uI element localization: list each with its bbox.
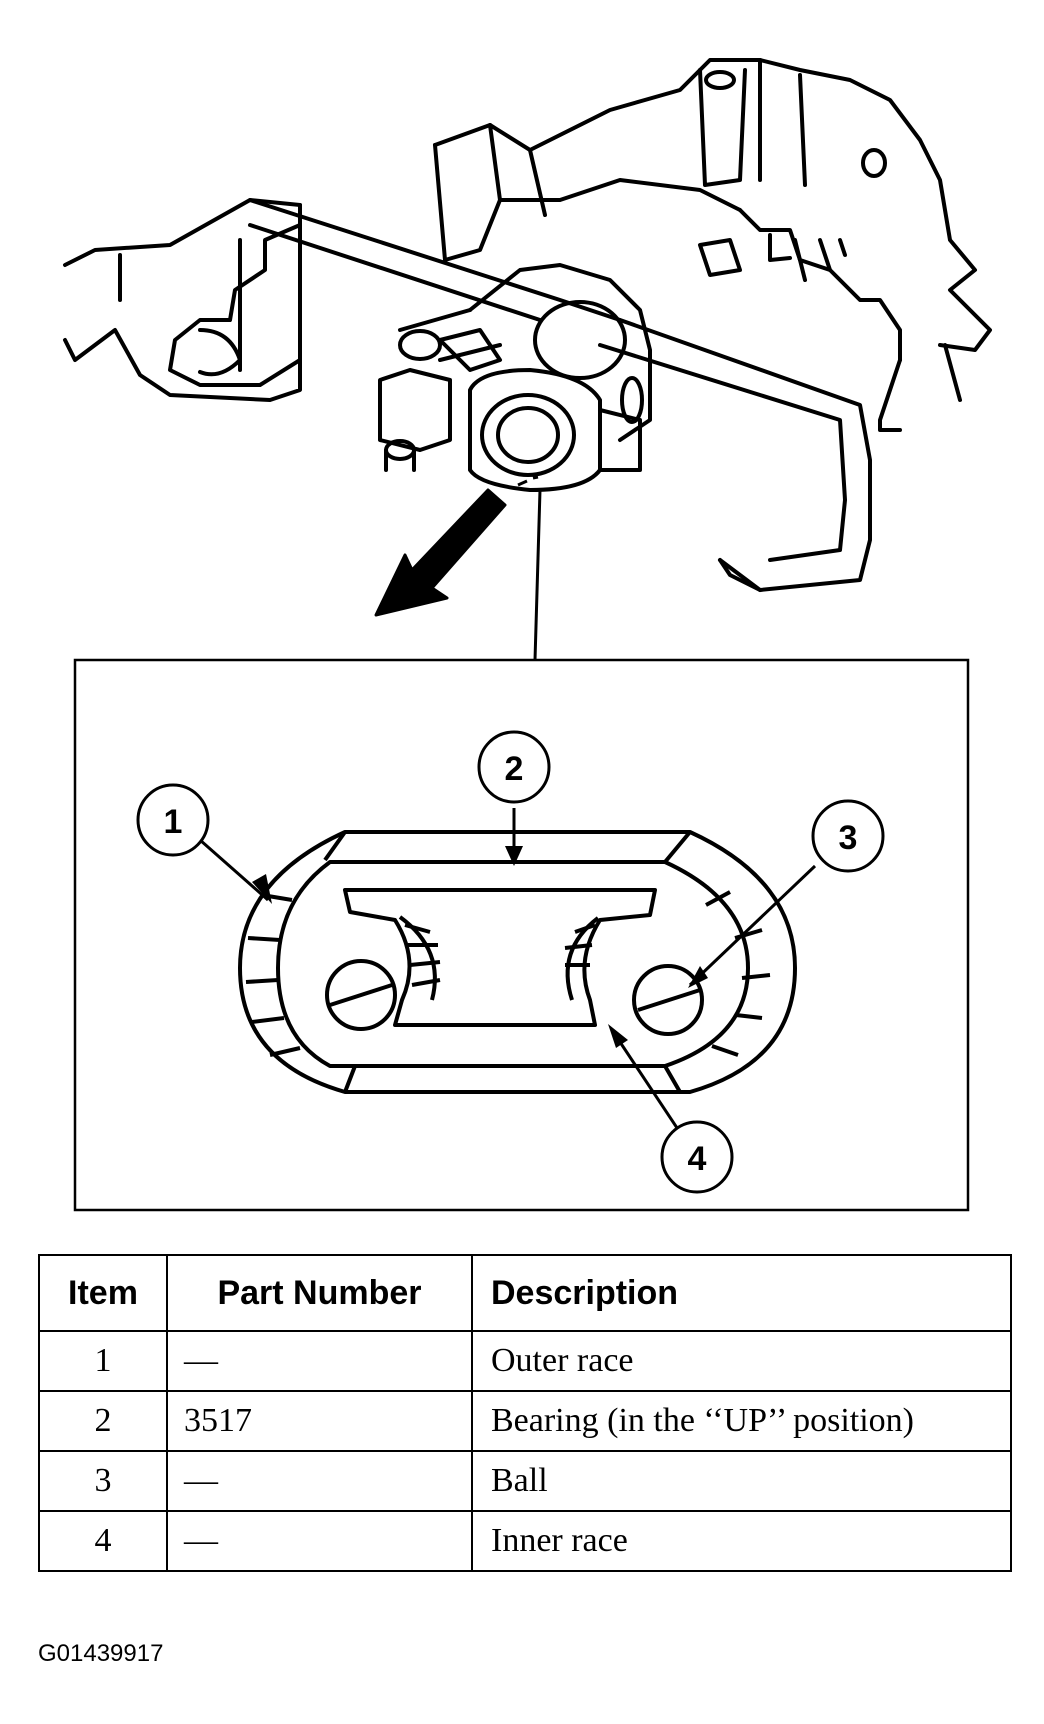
- callout-2: 2: [477, 730, 551, 804]
- callout-3: 3: [811, 799, 885, 873]
- item-cell: 2: [38, 1390, 168, 1452]
- steering-column-assembly: [63, 58, 992, 592]
- bearing-detail-drawing: [238, 830, 797, 1094]
- callout-1: 1: [136, 783, 210, 857]
- table-row: 2 3517 Bearing (in the ‘‘UP’’ position): [38, 1390, 1012, 1452]
- part-number-cell: —: [166, 1450, 473, 1512]
- part-number-cell: —: [166, 1330, 473, 1392]
- header-item: Item: [38, 1254, 168, 1332]
- item-cell: 4: [38, 1510, 168, 1572]
- description-cell: Bearing (in the ‘‘UP’’ position): [471, 1390, 1012, 1452]
- item-cell: 3: [38, 1450, 168, 1512]
- table-row: 3 — Ball: [38, 1450, 1012, 1512]
- callout-4: 4: [660, 1120, 734, 1194]
- header-part-number: Part Number: [166, 1254, 473, 1332]
- detail-view-frame: [73, 658, 970, 1212]
- callout-2-number: 2: [505, 750, 524, 788]
- item-cell: 1: [38, 1330, 168, 1392]
- description-cell: Inner race: [471, 1510, 1012, 1572]
- table-row: 1 — Outer race: [38, 1330, 1012, 1392]
- part-number-cell: —: [166, 1510, 473, 1572]
- part-number-cell: 3517: [166, 1390, 473, 1452]
- table-row: 4 — Inner race: [38, 1510, 1012, 1572]
- steering-column-illustration: 1 2 3 4: [63, 58, 992, 1212]
- callout-arrowheads: [252, 846, 708, 1048]
- description-cell: Outer race: [471, 1330, 1012, 1392]
- insertion-arrow-icon: [374, 488, 507, 617]
- detail-leader-line: [517, 475, 542, 661]
- figure-code: G01439917: [38, 1640, 164, 1667]
- callout-1-number: 1: [164, 803, 183, 841]
- header-description: Description: [471, 1254, 1012, 1332]
- parts-table: Item Part Number Description 1 — Outer r…: [38, 1254, 1012, 1572]
- description-cell: Ball: [471, 1450, 1012, 1512]
- callout-4-number: 4: [688, 1140, 707, 1178]
- table-header-row: Item Part Number Description: [38, 1254, 1012, 1332]
- callout-3-number: 3: [839, 819, 858, 857]
